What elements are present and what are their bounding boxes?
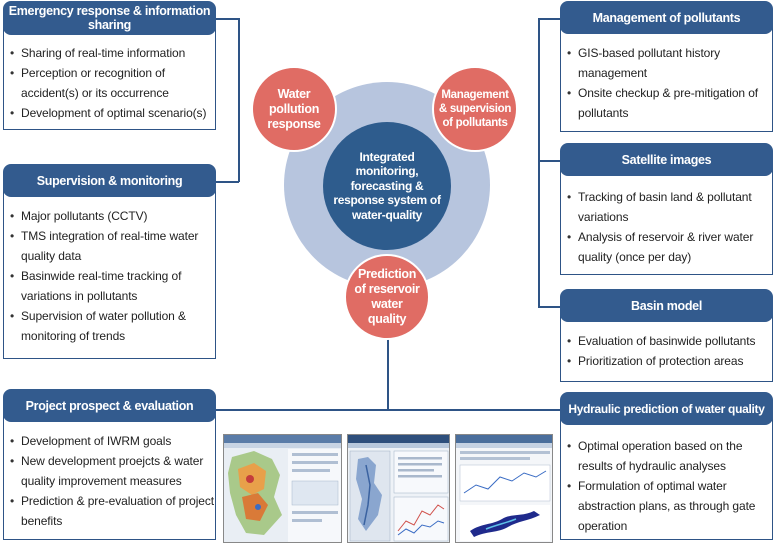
panel-project: Development of IWRM goals New developmen… xyxy=(3,406,216,540)
list-item: Onsite checkup & pre-mitigation of pollu… xyxy=(566,83,771,123)
header-supervision: Supervision & monitoring xyxy=(3,164,216,197)
emergency-list: Sharing of real-time information Percept… xyxy=(9,43,214,123)
list-item: Evaluation of basinwide pollutants xyxy=(566,331,771,351)
list-item: New development proejcts & water quality… xyxy=(9,451,214,491)
header-hydraulic: Hydraulic prediction of water quality xyxy=(560,392,773,425)
connector-satellite xyxy=(538,160,560,162)
project-list: Development of IWRM goals New developmen… xyxy=(9,431,214,531)
monitoring-image xyxy=(348,435,449,542)
header-label: Project prospect & evaluation xyxy=(25,398,194,413)
circle-label: Water pollution response xyxy=(267,86,321,131)
panel-emergency: Sharing of real-time information Percept… xyxy=(3,18,216,130)
connector-bottom-horizontal xyxy=(216,409,560,411)
hydraulic-list: Optimal operation based on the results o… xyxy=(566,436,771,536)
header-label: Supervision & monitoring xyxy=(36,173,183,188)
list-item: Optimal operation based on the results o… xyxy=(566,436,771,476)
header-label: Satellite images xyxy=(621,152,712,167)
connector-emergency-vertical xyxy=(238,18,240,182)
list-item: Perception or recognition of accident(s)… xyxy=(9,63,214,103)
list-item: Basinwide real-time tracking of variatio… xyxy=(9,266,214,306)
list-item: Sharing of real-time information xyxy=(9,43,214,63)
connector-bottom-vertical xyxy=(387,330,389,410)
connector-emergency-top xyxy=(216,18,239,20)
header-satellite: Satellite images xyxy=(560,143,773,176)
header-management: Management of pollutants xyxy=(560,1,773,34)
management-list: GIS-based pollutant history management O… xyxy=(566,43,771,123)
panel-supervision: Major pollutants (CCTV) TMS integration … xyxy=(3,181,216,359)
list-item: Development of optimal scenario(s) xyxy=(9,103,214,123)
circle-label: Management & supervision of pollutants xyxy=(438,89,512,129)
header-label: Management of pollutants xyxy=(592,10,741,25)
list-item: Analysis of reservoir & river water qual… xyxy=(566,227,771,267)
hydraulic-image xyxy=(456,435,552,542)
list-item: Supervision of water pollution & monitor… xyxy=(9,306,214,346)
circle-management-supervision: Management & supervision of pollutants xyxy=(432,66,518,152)
connector-right-vertical xyxy=(538,18,540,308)
connector-basin xyxy=(538,306,560,308)
list-item: TMS integration of real-time water quali… xyxy=(9,226,214,266)
screenshot-monitoring xyxy=(347,434,450,543)
center-title: Integrated monitoring, forecasting & res… xyxy=(333,149,441,222)
list-item: Formulation of optimal water abstraction… xyxy=(566,476,771,536)
header-label: Emergency response & information sharing xyxy=(8,4,211,32)
list-item: Major pollutants (CCTV) xyxy=(9,206,214,226)
list-item: Development of IWRM goals xyxy=(9,431,214,451)
header-emergency: Emergency response & information sharing xyxy=(3,1,216,35)
connector-supervision xyxy=(216,181,239,183)
panel-hydraulic: Optimal operation based on the results o… xyxy=(560,409,773,540)
header-project: Project prospect & evaluation xyxy=(3,389,216,422)
circle-label: Prediction of reservoir water quality xyxy=(354,267,420,326)
circle-water-pollution-response: Water pollution response xyxy=(251,66,337,152)
list-item: Tracking of basin land & pollutant varia… xyxy=(566,187,771,227)
list-item: Prediction & pre-evaluation of project b… xyxy=(9,491,214,531)
gis-map-image xyxy=(224,435,341,542)
header-label: Hydraulic prediction of water quality xyxy=(568,401,765,416)
screenshot-gis-map xyxy=(223,434,342,543)
list-item: Prioritization of protection areas xyxy=(566,351,771,371)
header-label: Basin model xyxy=(630,298,703,313)
connector-management xyxy=(538,18,560,20)
list-item: GIS-based pollutant history management xyxy=(566,43,771,83)
header-basin: Basin model xyxy=(560,289,773,322)
satellite-list: Tracking of basin land & pollutant varia… xyxy=(566,187,771,267)
panel-satellite: Tracking of basin land & pollutant varia… xyxy=(560,160,773,275)
panel-management: GIS-based pollutant history management O… xyxy=(560,18,773,132)
circle-reservoir-prediction: Prediction of reservoir water quality xyxy=(344,254,430,340)
screenshot-hydraulic xyxy=(455,434,553,543)
supervision-list: Major pollutants (CCTV) TMS integration … xyxy=(9,206,214,346)
basin-list: Evaluation of basinwide pollutants Prior… xyxy=(566,331,771,371)
center-circle: Integrated monitoring, forecasting & res… xyxy=(323,122,451,250)
